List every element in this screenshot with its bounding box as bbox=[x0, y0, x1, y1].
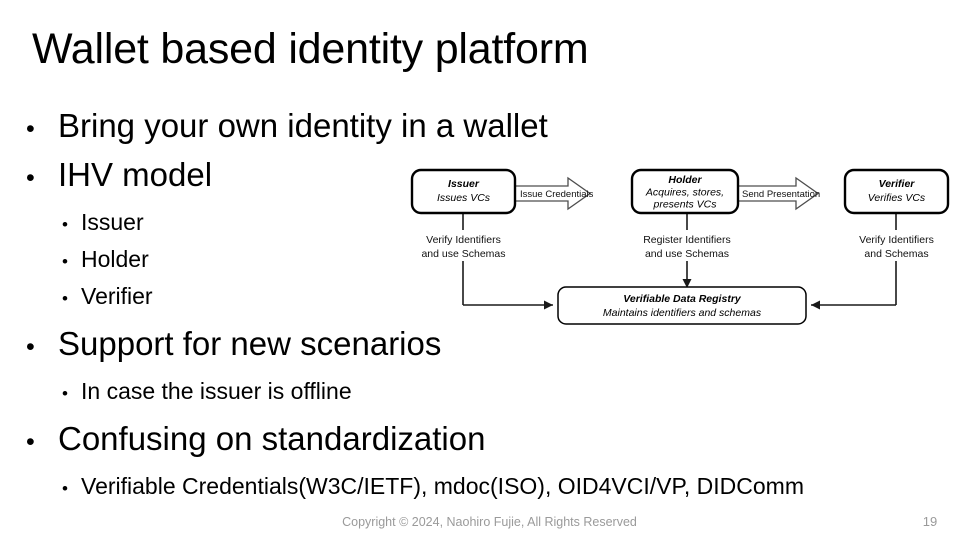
node-holder-subtitle-line2: presents VCs bbox=[652, 199, 717, 211]
bullet-glyph-icon: • bbox=[62, 289, 68, 308]
label-issuer-to-registry-line1: Verify Identifiers bbox=[426, 234, 501, 246]
node-verifier: Verifier Verifies VCs bbox=[843, 168, 950, 215]
bullet-glyph-icon: • bbox=[62, 384, 68, 403]
label-holder-to-registry: Register Identifiers and use Schemas bbox=[628, 230, 746, 261]
bullet-item-bring-your-own-identity: • Bring your own identity in a wallet bbox=[26, 104, 956, 151]
bullet-item-issuer: • Issuer bbox=[26, 205, 956, 242]
label-verifier-to-registry-line2: and Schemas bbox=[864, 248, 928, 260]
bullet-item-confusing-standardization: • Confusing on standardization bbox=[26, 417, 956, 464]
label-holder-to-registry-line2: and use Schemas bbox=[645, 248, 729, 260]
page-title: Wallet based identity platform bbox=[32, 25, 589, 73]
bullet-text: Support for new scenarios bbox=[58, 325, 442, 362]
bullet-item-holder: • Holder bbox=[26, 242, 956, 279]
edge-send-presentation: Send Presentation bbox=[736, 176, 820, 211]
label-verifier-to-registry: Verify Identifiers and Schemas bbox=[843, 230, 950, 261]
bullet-item-issuer-offline: • In case the issuer is offline bbox=[26, 374, 956, 411]
bullet-glyph-icon: • bbox=[26, 164, 35, 192]
node-holder-title: Holder bbox=[668, 174, 702, 186]
bullet-glyph-icon: • bbox=[62, 479, 68, 498]
bullet-glyph-icon: • bbox=[26, 428, 35, 456]
node-holder: Holder Acquires, stores, presents VCs bbox=[630, 168, 740, 215]
node-issuer-subtitle: Issues VCs bbox=[437, 192, 491, 204]
bullet-glyph-icon: • bbox=[26, 333, 35, 361]
edge-issue-credentials: Issue Credentials bbox=[514, 176, 594, 211]
edge-label-issue-credentials: Issue Credentials bbox=[520, 189, 594, 200]
bullet-text: Bring your own identity in a wallet bbox=[58, 107, 548, 144]
bullet-text: Verifier bbox=[81, 283, 153, 309]
label-issuer-to-registry-line2: and use Schemas bbox=[421, 248, 505, 260]
label-issuer-to-registry: Verify Identifiers and use Schemas bbox=[410, 230, 517, 261]
bullet-list: • Bring your own identity in a wallet • … bbox=[26, 104, 956, 506]
bullet-item-support-new-scenarios: • Support for new scenarios bbox=[26, 322, 956, 369]
bullet-text: IHV model bbox=[58, 156, 213, 193]
bullet-glyph-icon: • bbox=[62, 252, 68, 271]
footer-copyright: Copyright © 2024, Naohiro Fujie, All Rig… bbox=[342, 515, 637, 529]
node-verifier-title: Verifier bbox=[879, 178, 916, 190]
bullet-glyph-icon: • bbox=[26, 115, 35, 143]
issuer-to-registry-connector bbox=[462, 213, 553, 310]
trust-triangle-diagram: Issue Credentials Send Presentation Issu… bbox=[400, 155, 975, 335]
bullet-item-ihv-model: • IHV model bbox=[26, 153, 956, 200]
node-registry-subtitle: Maintains identifiers and schemas bbox=[603, 307, 762, 319]
bullet-text: In case the issuer is offline bbox=[81, 378, 352, 404]
bullet-item-standards-list: • Verifiable Credentials(W3C/IETF), mdoc… bbox=[26, 469, 956, 506]
node-registry-title: Verifiable Data Registry bbox=[623, 293, 742, 305]
bullet-text: Verifiable Credentials(W3C/IETF), mdoc(I… bbox=[81, 473, 804, 499]
verifier-to-registry-connector bbox=[811, 213, 897, 310]
node-issuer: Issuer Issues VCs bbox=[410, 168, 517, 215]
bullet-item-verifier: • Verifier bbox=[26, 279, 956, 316]
node-issuer-title: Issuer bbox=[448, 178, 480, 190]
bullet-text: Holder bbox=[81, 246, 149, 272]
label-holder-to-registry-line1: Register Identifiers bbox=[643, 234, 731, 246]
label-verifier-to-registry-line1: Verify Identifiers bbox=[859, 234, 934, 246]
bullet-text: Issuer bbox=[81, 209, 144, 235]
edge-label-send-presentation: Send Presentation bbox=[742, 189, 820, 200]
page-number: 19 bbox=[922, 514, 938, 529]
node-holder-subtitle-line1: Acquires, stores, bbox=[645, 187, 724, 199]
node-verifiable-data-registry: Verifiable Data Registry Maintains ident… bbox=[557, 286, 807, 325]
bullet-text: Confusing on standardization bbox=[58, 420, 486, 457]
node-verifier-subtitle: Verifies VCs bbox=[868, 192, 926, 204]
bullet-glyph-icon: • bbox=[62, 215, 68, 234]
